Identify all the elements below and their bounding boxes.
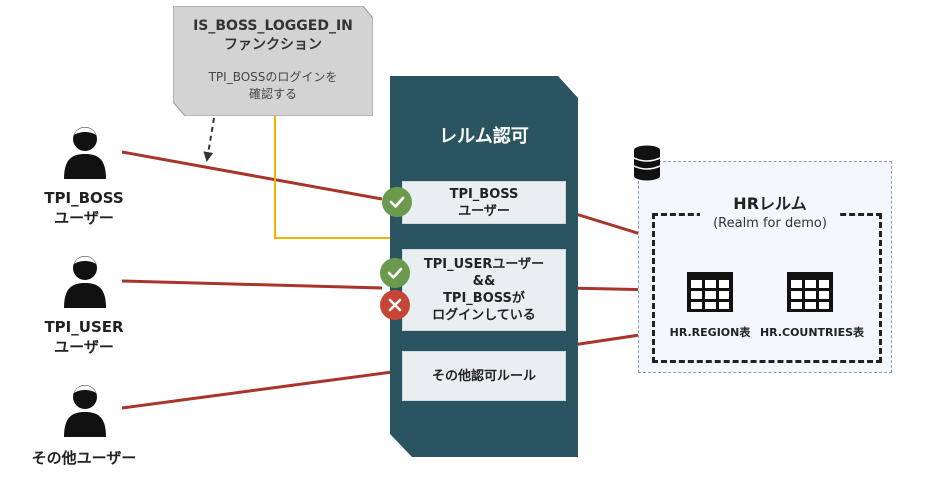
line-other-to-rule — [121, 370, 393, 410]
dashed-arrow-function-to-boss — [203, 117, 215, 162]
table-icon-countries — [787, 272, 833, 312]
rule-boss-user: TPI_BOSS ユーザー — [402, 181, 566, 224]
table-label-countries: HR.COUNTRIES表 — [759, 326, 865, 339]
user-icon-other — [64, 385, 106, 437]
deny-icon — [380, 290, 410, 320]
function-title: IS_BOSS_LOGGED_IN ファンクション — [193, 18, 353, 53]
rule-user-and-boss-login: TPI_USERユーザー && TPI_BOSSが ログインしている — [402, 249, 566, 331]
user-label-other: その他ユーザー — [31, 449, 137, 467]
check-icon — [382, 187, 412, 217]
function-box — [173, 6, 373, 116]
hr-realm-title: HRレルム (Realm for demo) — [700, 193, 840, 237]
check-icon — [380, 258, 410, 288]
user-icon-boss — [64, 127, 106, 179]
table-label-region: HR.REGION表 — [669, 326, 751, 339]
user-label-boss: TPI_BOSS ユーザー — [44, 189, 124, 227]
function-description: TPI_BOSSのログインを 確認する — [208, 70, 338, 101]
rule-other: その他認可ルール — [402, 351, 566, 401]
user-label-user: TPI_USER ユーザー — [44, 318, 124, 356]
line-user-to-rule — [121, 279, 383, 290]
realm-auth-title: レルム認可 — [439, 126, 529, 147]
line-boss-to-rule — [121, 150, 383, 201]
user-icon-user — [64, 256, 106, 308]
database-icon — [633, 145, 661, 181]
table-icon-region — [687, 272, 733, 312]
